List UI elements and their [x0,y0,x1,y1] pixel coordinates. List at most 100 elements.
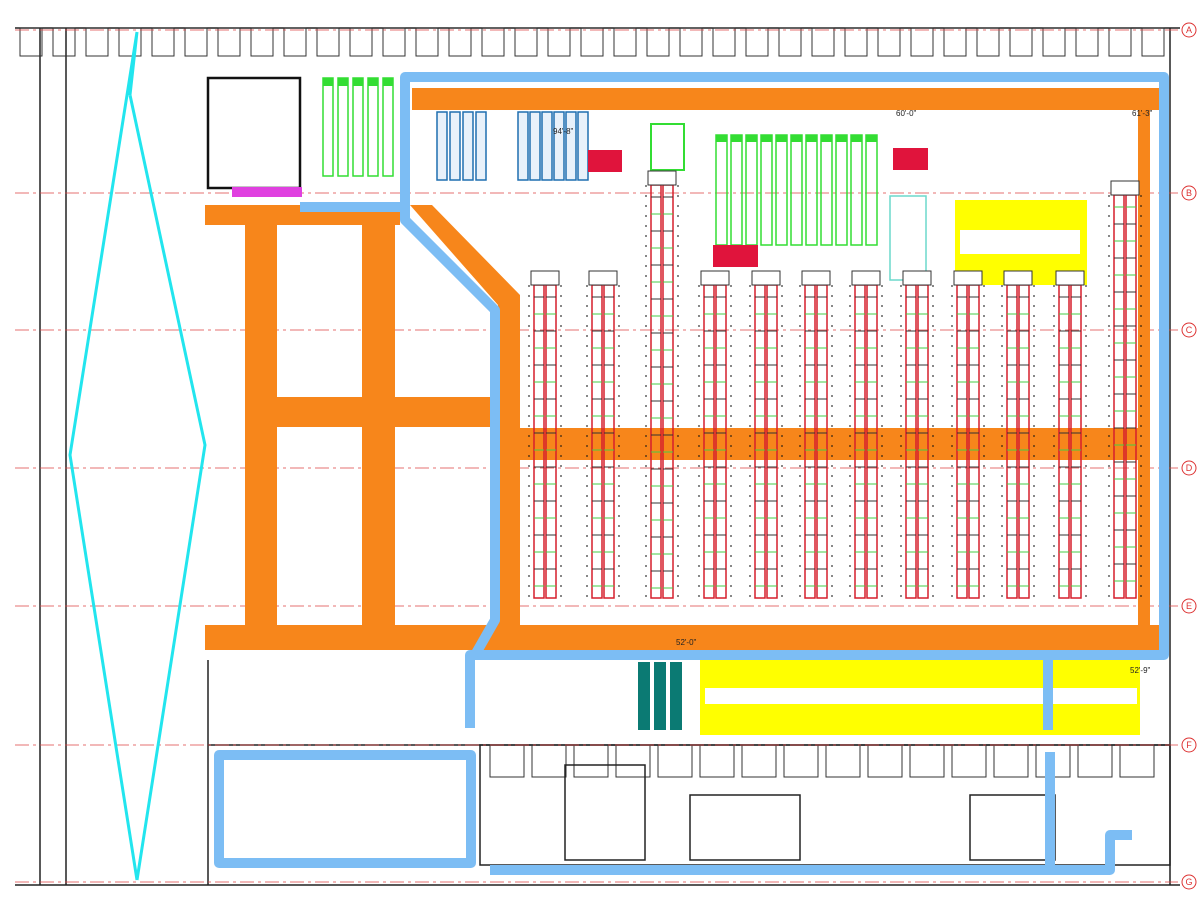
office-cell [825,744,861,778]
boundary-diamond [68,31,207,881]
rack-endcap [953,270,983,286]
flow-rack [650,123,685,171]
flow-rack-cap [866,135,877,142]
flow-rack [850,134,863,246]
flow-rack [805,134,818,246]
dock-door [118,27,142,57]
room [969,794,1056,861]
grid-label-E: E [1186,601,1192,611]
pallet-rack [475,111,487,181]
blue-walkway [214,72,1169,875]
dock-door [580,27,604,57]
dim-bottom-center: 52'-0" [676,638,697,647]
flow-rack-cap [353,78,363,86]
flow-rack [730,134,743,246]
equipment [713,245,758,267]
grid-label-B: B [1186,188,1192,198]
office-block [479,744,1171,866]
flow-rack-cap [791,135,802,142]
dock-door [448,27,472,57]
dock-door [712,27,736,57]
office-cell [867,744,903,778]
office-cell [783,744,819,778]
grid-label-A: A [1186,25,1192,35]
building-walls [15,27,1180,886]
flow-rack-cap [368,78,378,86]
pallet-rack [449,111,461,181]
flow-rack-cap [761,135,772,142]
dock-door [481,27,505,57]
dock-door [811,27,835,57]
office-cell [1119,744,1155,778]
flow-rack [775,134,788,246]
pallet-rack [541,111,553,181]
dim-top-center: 60'-0" [896,109,917,118]
rack-endcap [1110,180,1140,196]
dimension-labels: 60'-0" 61'-3" 94'-8" 52'-0" 52'-9" [553,109,1153,675]
office-cell [1077,744,1113,778]
rack-rows [528,170,1142,599]
pallet-rack [517,111,529,181]
pallet-rack [529,111,541,181]
dock-door [613,27,637,57]
flow-rack-cap [836,135,847,142]
dock-door [1108,27,1132,57]
rack-endcap [700,270,730,286]
dock-door [679,27,703,57]
pallet-rack [565,111,577,181]
flow-rack-cap [731,135,742,142]
dock-door [1042,27,1066,57]
dock-door [19,27,43,57]
dock-door [415,27,439,57]
office-cell [993,744,1029,778]
rack-endcap [647,170,677,186]
dock-door [943,27,967,57]
dock-door [910,27,934,57]
aisle [245,397,490,427]
dock-door [85,27,109,57]
flow-rack [790,134,803,246]
flow-rack-cap [806,135,817,142]
grid-bubble-F [1181,737,1197,753]
walkway-loop [214,750,476,868]
dock-door [778,27,802,57]
office-room [206,76,302,190]
rack-endcap [1055,270,1085,286]
rack-bay [1113,194,1125,599]
flow-rack-cap [323,78,333,86]
grid-bubble-B [1181,185,1197,201]
dim-upper-left-racks: 94'-8" [553,127,574,136]
flow-rack [382,77,394,177]
dock-door [382,27,406,57]
rack-endcap [902,270,932,286]
flow-rack [352,77,364,177]
dock-door [184,27,208,57]
dock-door [283,27,307,57]
rack-endcap [801,270,831,286]
teal-rack [638,662,650,730]
dock-door [877,27,901,57]
flow-rack-cap [338,78,348,86]
pallet-rack [553,111,565,181]
flow-rack-cap [383,78,393,86]
flow-rack [835,134,848,246]
dock-door [547,27,571,57]
grid-bubble-A [1181,22,1197,38]
dock-door [250,27,274,57]
rack-bay [650,184,662,599]
rack-bay [662,184,674,599]
rack-endcap [530,270,560,286]
flow-rack [337,77,349,177]
flow-rack [367,77,379,177]
stair-rack [889,195,927,281]
dim-bottom-right: 52'-9" [1130,666,1151,675]
rack-endcap [1003,270,1033,286]
orange-aisles [205,88,1160,650]
flow-rack [322,77,334,177]
office-cell [699,744,735,778]
staging-gap [705,688,1137,704]
grid-bubble-C [1181,322,1197,338]
dock-door [1009,27,1033,57]
rack-endcap [751,270,781,286]
